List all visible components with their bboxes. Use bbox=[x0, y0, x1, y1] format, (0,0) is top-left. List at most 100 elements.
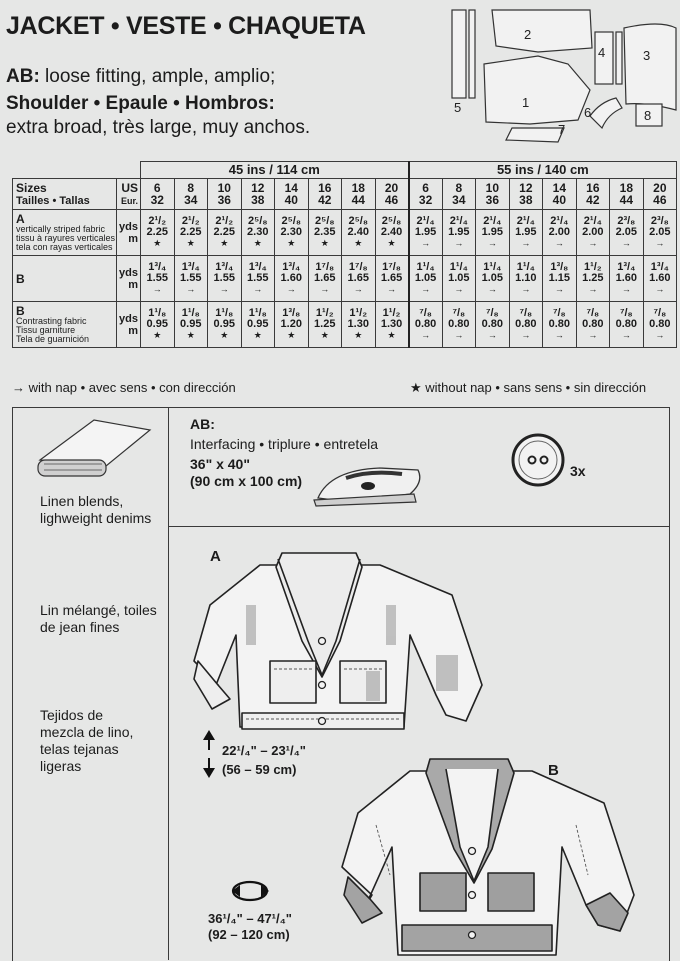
fabric-bolt-icon bbox=[37, 419, 152, 477]
view-a-jacket-drawing bbox=[193, 552, 483, 730]
shoulder-description: extra broad, très large, muy anchos. bbox=[6, 117, 311, 138]
piece-label-6: 6 bbox=[584, 105, 591, 120]
width-55-header: 55 ins / 140 cm bbox=[407, 161, 678, 179]
view-a-label: A bbox=[210, 548, 221, 565]
piece-3-shape bbox=[623, 23, 677, 111]
shoulder-label: Shoulder • Epaule • Hombros: bbox=[6, 93, 275, 114]
iron-icon bbox=[313, 467, 421, 507]
piece-8-shape bbox=[635, 103, 663, 127]
fabric-column-divider bbox=[168, 407, 169, 960]
fabric-suggestion-fr: Lin mélangé, toiles de jean fines bbox=[40, 602, 157, 635]
notions-divider bbox=[168, 526, 669, 527]
view-b-jacket-drawing bbox=[341, 758, 635, 956]
piece-label-4: 4 bbox=[598, 45, 605, 60]
piece-1-shape bbox=[483, 55, 591, 125]
view-b-label: B bbox=[548, 762, 559, 779]
view-fabric-label: B bbox=[12, 255, 117, 302]
piece-5-shape bbox=[451, 9, 467, 99]
legend-with-nap: → with nap • avec sens • con dirección bbox=[12, 380, 236, 395]
interfacing-size-in: 36" x 40" bbox=[190, 456, 250, 472]
interfacing-label: Interfacing • triplure • entretela bbox=[190, 436, 379, 452]
piece-2-shape bbox=[491, 9, 593, 53]
piece-label-5: 5 bbox=[454, 100, 461, 115]
piece-label-1: 1 bbox=[522, 95, 529, 110]
width-45-header: 45 ins / 114 cm bbox=[139, 161, 410, 179]
interfacing-size-cm: (90 cm x 100 cm) bbox=[190, 473, 303, 489]
length-measure-in: 22¹/₄" – 23¹/₄" bbox=[222, 743, 306, 758]
piece-label-3: 3 bbox=[643, 48, 650, 63]
bust-measure-icon bbox=[231, 880, 269, 902]
button-icon bbox=[511, 433, 565, 487]
bust-measure-in: 36¹/₄" – 47¹/₄" bbox=[208, 911, 292, 926]
piece-label-7: 7 bbox=[558, 122, 565, 137]
piece-label-8: 8 bbox=[644, 108, 651, 123]
bust-measure-cm: (92 – 120 cm) bbox=[208, 927, 290, 942]
notions-label: AB: bbox=[190, 416, 215, 432]
page-title: JACKET • VESTE • CHAQUETA bbox=[6, 12, 366, 40]
legend-without-nap: ★ without nap • sans sens • sin direcció… bbox=[410, 380, 647, 395]
length-measure-cm: (56 – 59 cm) bbox=[222, 762, 297, 777]
button-quantity: 3x bbox=[570, 463, 586, 479]
piece-label-2: 2 bbox=[524, 27, 531, 42]
